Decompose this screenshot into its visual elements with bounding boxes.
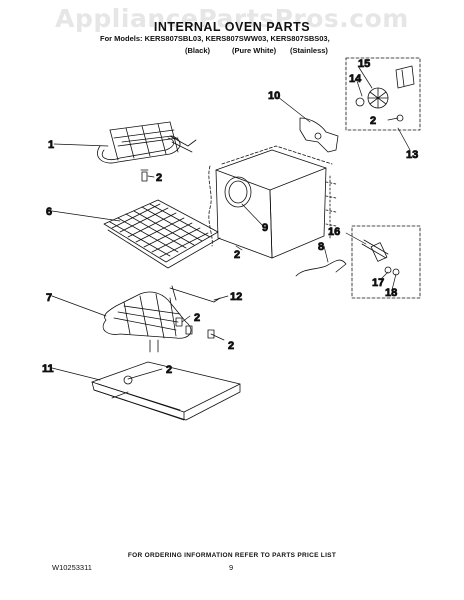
sensor-assembly-box [295,225,421,299]
callout-part-2-screw-e: 2 [234,249,240,261]
variant-black: (Black) [185,46,211,55]
screw-part-2 [175,317,215,339]
callout-part-14: 14 [349,73,362,85]
callout-part-17: 17 [372,277,384,289]
page-number: 9 [229,563,234,572]
callout-part-8: 8 [318,241,324,253]
models-line: For Models: KERS807SBL03, KERS807SWW03, … [100,34,330,43]
document-number: W10253311 [52,563,92,572]
screw-part-2 [140,169,149,182]
oven-rack [103,199,221,269]
page-title: INTERNAL OVEN PARTS [153,20,311,34]
leader-lines [51,65,411,381]
callout-part-9: 9 [262,222,268,234]
callout-part-12: 12 [230,291,242,303]
callout-part-6: 6 [46,206,52,218]
broil-element [97,121,197,164]
callout-part-10: 10 [268,90,280,102]
variant-stainless: (Stainless) [290,46,328,55]
callout-part-2-screw-d: 2 [166,364,172,376]
bottom-cover [91,361,241,421]
callout-part-2-screw-f: 2 [370,115,376,127]
callout-part-1: 1 [48,139,54,151]
callout-part-2-screw-a: 2 [156,172,162,184]
callout-part-15: 15 [358,58,370,70]
callout-part-18: 18 [385,287,397,299]
callout-part-7: 7 [46,292,52,304]
bake-element [102,285,221,353]
callout-part-13: 13 [406,149,418,161]
callout-part-16: 16 [328,226,340,238]
callout-part-11: 11 [42,363,54,375]
callout-part-2-screw-b: 2 [194,312,200,324]
callout-part-2-screw-c: 2 [228,340,234,352]
fan-plate [299,117,339,153]
ordering-note: FOR ORDERING INFORMATION REFER TO PARTS … [127,552,337,559]
watermark-text: AppliancePartsPros.com [55,4,409,33]
variant-pure-white: (Pure White) [232,46,277,55]
oven-cavity [208,145,337,259]
motor-assembly-box [345,57,421,131]
